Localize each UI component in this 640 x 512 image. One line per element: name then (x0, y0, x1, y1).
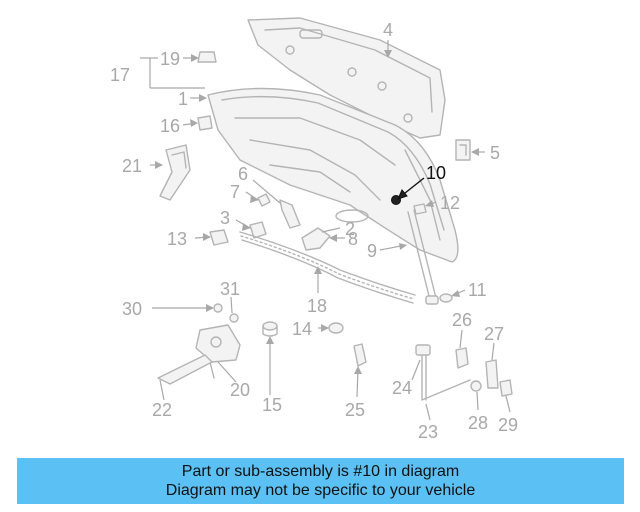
callout-19: 19 (160, 49, 180, 69)
callout-4: 4 (383, 20, 393, 40)
caption-line-1: Part or sub-assembly is #10 in diagram (181, 463, 460, 480)
part-3-bracket (249, 221, 267, 239)
part-12-bolt (413, 203, 427, 215)
callout-6: 6 (238, 164, 248, 184)
part-15-stop (262, 321, 278, 337)
part-19-bumper (197, 51, 217, 63)
part-14-bumper (328, 322, 344, 334)
callout-20: 20 (230, 380, 250, 400)
callout-30: 30 (122, 299, 142, 319)
part-5-clip (455, 139, 471, 161)
callout-labels: 4 17 19 1 16 21 5 10 6 7 12 3 2 13 8 9 1… (110, 20, 518, 442)
part-22-lever (157, 354, 213, 385)
part-9-strut (407, 209, 439, 305)
caption-line-2: Diagram may not be specific to your vehi… (165, 482, 476, 499)
callout-31: 31 (220, 279, 240, 299)
callout-22: 22 (152, 400, 172, 420)
callout-3: 3 (220, 208, 230, 228)
callout-17: 17 (110, 65, 130, 85)
callout-8: 8 (348, 229, 358, 249)
callout-1: 1 (178, 89, 188, 109)
callout-9: 9 (367, 241, 377, 261)
callout-16: 16 (160, 116, 180, 136)
callout-25: 25 (345, 400, 365, 420)
part-26-clip (455, 347, 469, 369)
part-1-hood (207, 87, 459, 263)
leader-arrowheads (155, 50, 479, 374)
callout-10: 10 (426, 163, 446, 183)
part-23-prop-rod (415, 344, 471, 401)
part-4-insulator (247, 17, 446, 139)
part-29-clip (499, 379, 513, 397)
part-31-nut (229, 313, 239, 323)
part-25-clip (353, 343, 367, 367)
callout-23: 23 (418, 422, 438, 442)
callout-15: 15 (262, 395, 282, 415)
part-28-nut (470, 380, 482, 392)
part-27-bracket (485, 359, 499, 389)
callout-24: 24 (392, 378, 412, 398)
callout-14: 14 (292, 319, 312, 339)
caption-banner: Part or sub-assembly is #10 in diagram D… (17, 458, 624, 504)
callout-5: 5 (490, 143, 500, 163)
part-16-bumper (197, 115, 213, 131)
callout-26: 26 (452, 310, 472, 330)
callout-12: 12 (440, 193, 460, 213)
callout-18: 18 (307, 296, 327, 316)
part-18-seal (239, 231, 416, 304)
part-20-latch (195, 324, 241, 379)
part-21-hinge (159, 144, 191, 201)
callout-2: 2 (345, 219, 355, 239)
part-8-bracket (301, 227, 331, 251)
callout-13: 13 (167, 229, 187, 249)
part-11-clip (439, 293, 453, 303)
callout-28: 28 (468, 413, 488, 433)
part-6-hinge-arm (279, 199, 301, 229)
callout-27: 27 (484, 324, 504, 344)
leader-10-highlighted (397, 177, 425, 200)
callout-11: 11 (468, 280, 487, 300)
callout-29: 29 (498, 415, 518, 435)
parts-diagram: 4 17 19 1 16 21 5 10 6 7 12 3 2 13 8 9 1… (110, 17, 518, 442)
part-7-bolt (257, 193, 271, 207)
part-13-clip (209, 229, 229, 246)
callout-7: 7 (230, 182, 240, 202)
callout-21: 21 (122, 156, 142, 176)
part-30-bolt (213, 303, 223, 313)
